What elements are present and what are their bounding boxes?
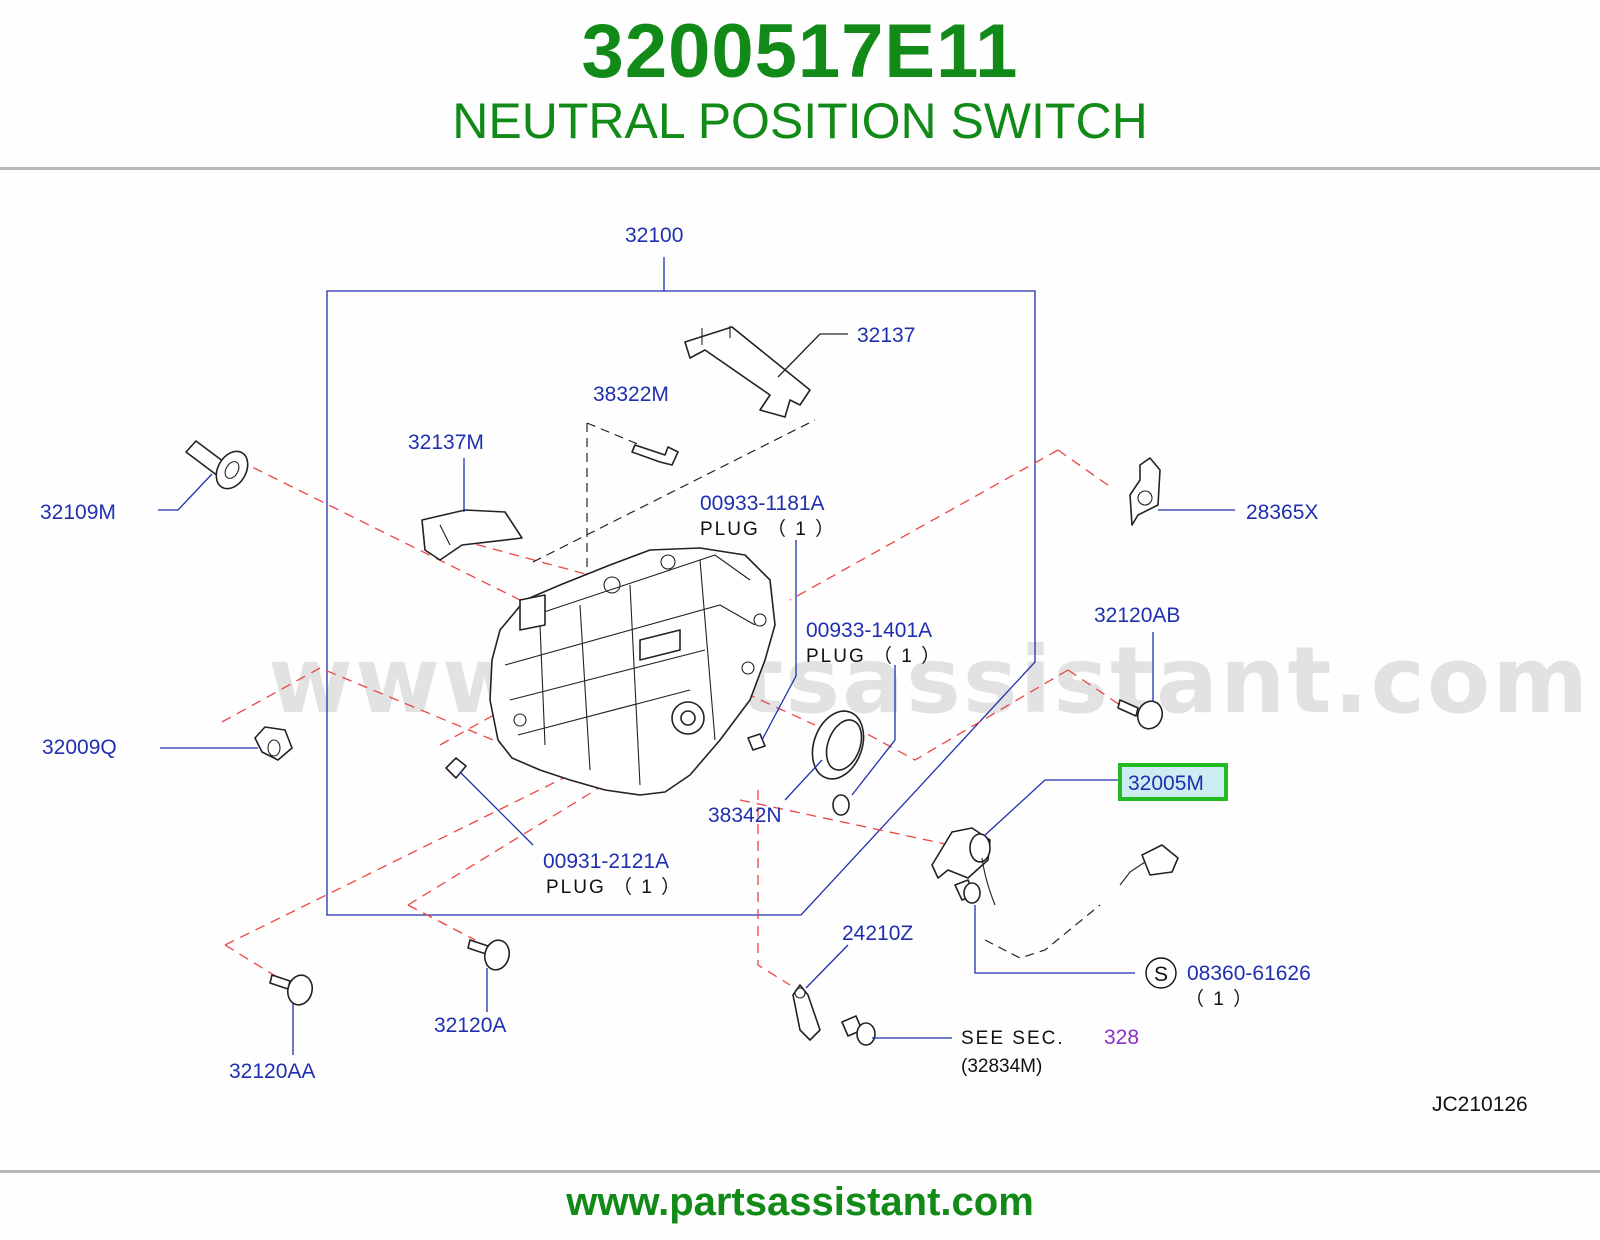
label-32109M: 32109M xyxy=(40,501,116,524)
label-qty-08360: （ 1 ） xyxy=(1185,988,1254,1010)
label-plug-2121A: PLUG （ 1 ） xyxy=(546,876,682,898)
seal-38342N xyxy=(811,710,865,780)
footer-divider xyxy=(0,1170,1600,1173)
leader-00933-1181A xyxy=(761,540,797,741)
assembly-lines xyxy=(532,419,1101,959)
label-00933-1401A: 00933-1401A xyxy=(806,619,932,642)
plug-00933-1401A xyxy=(747,733,766,751)
label-see-sec: SEE SEC. xyxy=(961,1028,1065,1049)
plug-00931-2121A xyxy=(445,757,467,779)
bolt-32834M xyxy=(841,1015,876,1046)
bolt-08360-61626 xyxy=(954,879,981,904)
link-sec-328[interactable]: 328 xyxy=(1104,1026,1139,1049)
label-32009Q: 32009Q xyxy=(42,736,117,759)
label-08360-61626: 08360-61626 xyxy=(1187,962,1311,985)
label-plug-1401A: PLUG （ 1 ） xyxy=(806,645,942,667)
label-32100: 32100 xyxy=(625,224,683,247)
bracket-32137 xyxy=(684,326,811,418)
label-38322M: 38322M xyxy=(593,383,669,406)
bolt-32120A xyxy=(467,939,511,971)
label-32120A: 32120A xyxy=(434,1014,506,1037)
label-32120AA: 32120AA xyxy=(229,1060,315,1083)
label-32834M: (32834M) xyxy=(961,1056,1042,1077)
leader-32137 xyxy=(777,333,821,378)
clamp-24210Z xyxy=(792,984,821,1041)
plug-small-38342N xyxy=(832,794,850,816)
part-number-title: 3200517E11 xyxy=(581,9,1019,94)
page-header: 3200517E11 NEUTRAL POSITION SWITCH xyxy=(0,0,1600,168)
leader-00931-2121A xyxy=(459,771,534,846)
label-32005M[interactable]: 32005M xyxy=(1128,772,1204,795)
header-divider xyxy=(0,167,1600,170)
bolt-32120AA xyxy=(269,974,314,1006)
label-32137M: 32137M xyxy=(408,431,484,454)
label-28365X: 28365X xyxy=(1246,501,1318,524)
sensor-38322M xyxy=(631,444,679,466)
label-38342N: 38342N xyxy=(708,804,782,827)
label-00931-2121A: 00931-2121A xyxy=(543,850,669,873)
label-32120AB: 32120AB xyxy=(1094,604,1180,627)
pipe-32109M xyxy=(185,440,249,490)
part-name-subtitle: NEUTRAL POSITION SWITCH xyxy=(452,93,1148,149)
s-symbol-circle xyxy=(1145,957,1177,989)
label-32137: 32137 xyxy=(857,324,915,347)
label-24210Z: 24210Z xyxy=(842,922,913,945)
leader-32005M xyxy=(983,779,1118,837)
bracket-28365X xyxy=(1129,457,1161,526)
switch-32005M xyxy=(931,827,1179,906)
bolt-32120AB xyxy=(1117,699,1164,730)
label-00933-1181A: 00933-1181A xyxy=(700,492,825,515)
leader-08360-61626 xyxy=(974,905,1135,974)
diagram-code: JC210126 xyxy=(1432,1093,1528,1116)
cover-32137M xyxy=(421,509,523,561)
s-symbol: S xyxy=(1154,963,1168,986)
footer-website[interactable]: www.partsassistant.com xyxy=(566,1180,1034,1224)
clip-32009Q xyxy=(254,726,293,761)
assembly-frame xyxy=(326,290,1036,916)
label-plug-1181A: PLUG （ 1 ） xyxy=(700,518,836,540)
transmission-case xyxy=(489,547,776,796)
leader-32109M xyxy=(158,473,213,511)
watermark-text: www.partsassistant.com xyxy=(268,627,1590,734)
leader-00933-1401A xyxy=(851,665,896,796)
leader-38342N xyxy=(784,759,823,801)
highlight-box-32005M[interactable] xyxy=(1118,763,1228,801)
leader-24210Z xyxy=(805,944,849,989)
